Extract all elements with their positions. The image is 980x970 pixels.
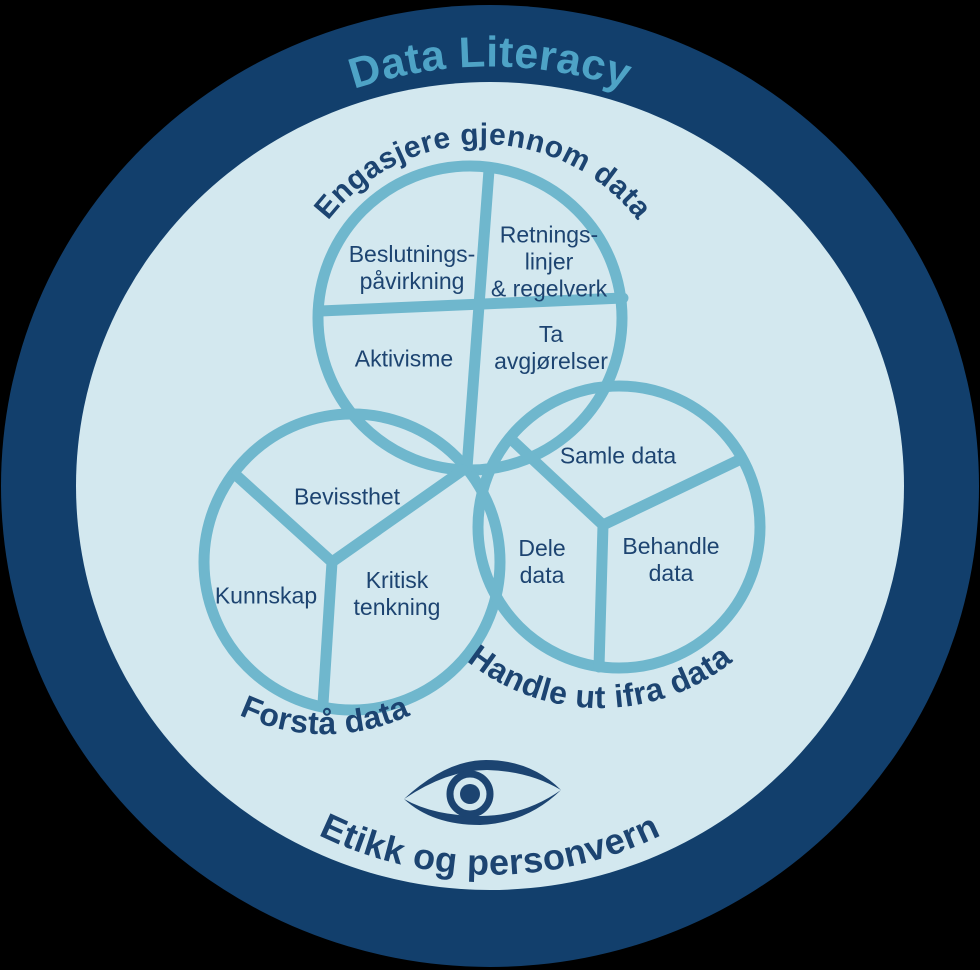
eye-upper-lid bbox=[404, 760, 561, 799]
segment-label-share-data: Dele data bbox=[518, 534, 566, 588]
segment-label-make-decisions: Ta avgjørelser bbox=[494, 320, 608, 374]
eye-pupil bbox=[460, 784, 480, 804]
segment-label-decision-influence: Beslutnings- påvirkning bbox=[348, 240, 476, 294]
eye-iris bbox=[446, 770, 494, 818]
act-circle bbox=[472, 380, 766, 674]
segment-label-awareness: Bevissthet bbox=[293, 483, 401, 510]
engage-divider-horizontal bbox=[314, 292, 629, 317]
segment-label-guidelines-regulations: Retnings- linjer & regelverk bbox=[490, 221, 608, 302]
segment-label-activism: Aktivisme bbox=[354, 345, 454, 372]
engage-divider-vertical bbox=[461, 164, 495, 474]
segment-label-collect-data: Samle data bbox=[559, 442, 677, 469]
segment-label-knowledge: Kunnskap bbox=[214, 582, 318, 609]
segment-label-process-data: Behandle data bbox=[622, 532, 720, 586]
act-divider-y bbox=[505, 433, 747, 673]
eye-lower-lid bbox=[404, 790, 561, 825]
understand-circle bbox=[198, 408, 506, 716]
understand-divider-y bbox=[231, 464, 469, 710]
segment-label-critical-thinking: Kritisk tenkning bbox=[353, 566, 441, 620]
eye-icon bbox=[404, 760, 561, 825]
